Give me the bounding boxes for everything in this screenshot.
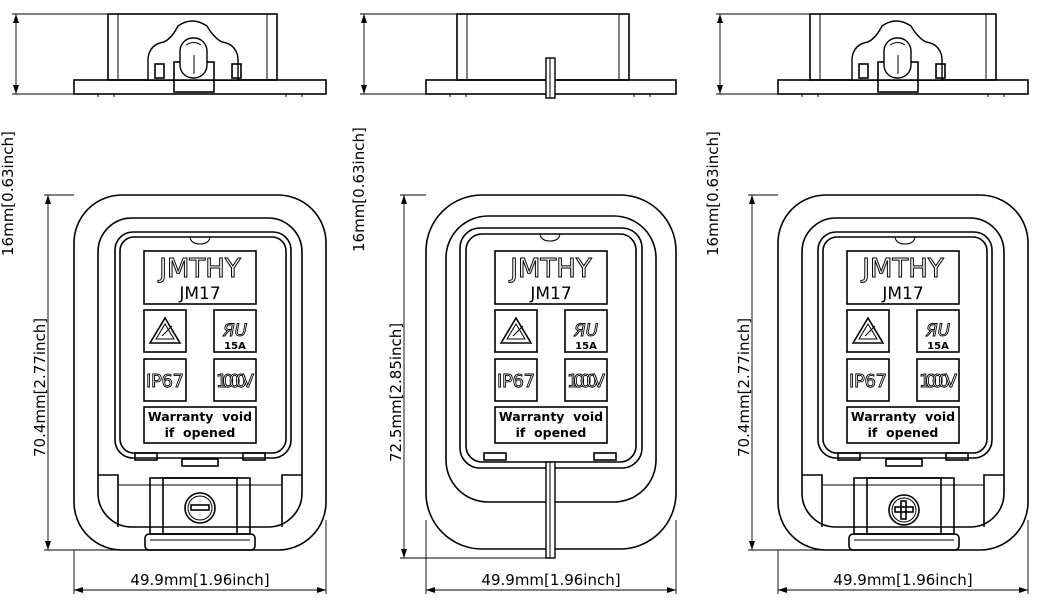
height-dimension: 16mm[0.63inch] [704, 131, 722, 256]
ip-rating: IP67 [146, 371, 184, 392]
minus-terminal-icon [184, 492, 216, 524]
ul-recognized-icon: ЯU [221, 321, 248, 342]
brand-label: JMTHY [157, 254, 241, 284]
warning-line-1: Warranty void [851, 409, 955, 424]
ul-recognized-icon: ЯU [924, 321, 951, 342]
body-dimension: 70.4mm[2.77inch] [31, 318, 49, 457]
model-label: JM17 [529, 284, 571, 304]
svg-text:ЯU: ЯU [222, 321, 248, 341]
ip-rating: IP67 [497, 371, 535, 392]
front-view-right: JMTHY JM17 ЯU 15A IP67 1000V Warranty vo… [777, 194, 1029, 551]
ul-recognized-icon: ЯU [572, 321, 599, 342]
side-view-left [73, 13, 327, 97]
warning-line-2: if opened [165, 425, 236, 440]
view-positive: JMTHY JM17 ЯU 15A IP67 1000V Warranty vo… [704, 13, 1029, 594]
warning-line-2: if opened [868, 425, 939, 440]
model-label: JM17 [881, 284, 923, 304]
brand-label: JMTHY [860, 254, 944, 284]
ip-rating: IP67 [849, 371, 887, 392]
view-negative: JMTHY JM17 ЯU 15A IP67 1000V Warranty vo… [0, 13, 327, 594]
warning-line-1: Warranty void [499, 409, 603, 424]
warning-triangle-icon [851, 316, 885, 344]
width-dimension: 49.9mm[1.96inch] [833, 571, 972, 589]
body-dimension: 70.4mm[2.77inch] [735, 318, 753, 457]
view-side: JMTHY JM17 ЯU 15A IP67 1000V Warranty vo… [350, 13, 677, 594]
brand-label: JMTHY [508, 254, 592, 284]
body-dimension: 72.5mm[2.85inch] [387, 323, 405, 462]
front-view-middle: JMTHY JM17 ЯU 15A IP67 1000V Warranty vo… [425, 194, 677, 559]
dimensions-middle: 16mm[0.63inch] 72.5mm[2.85inch] 49.9mm[1… [350, 13, 677, 594]
height-dimension: 16mm[0.63inch] [350, 127, 368, 252]
dimensions-left: 16mm[0.63inch] 70.4mm[2.77inch] 49.9mm[1… [0, 13, 327, 594]
model-label: JM17 [178, 284, 220, 304]
voltage-rating: 1000V [919, 371, 958, 392]
side-view-right [777, 13, 1029, 97]
current-rating: 15A [575, 341, 597, 352]
current-rating: 15A [927, 341, 949, 352]
warning-triangle-icon [148, 316, 182, 344]
front-view-left: JMTHY JM17 ЯU 15A IP67 1000V Warranty vo… [73, 194, 327, 551]
current-rating: 15A [224, 341, 246, 352]
svg-text:ЯU: ЯU [925, 321, 951, 341]
voltage-rating: 1000V [567, 371, 606, 392]
plus-terminal-icon [888, 494, 920, 526]
width-dimension: 49.9mm[1.96inch] [481, 571, 620, 589]
width-dimension: 49.9mm[1.96inch] [130, 571, 269, 589]
height-dimension: 16mm[0.63inch] [0, 131, 17, 256]
warning-line-1: Warranty void [148, 409, 252, 424]
svg-text:ЯU: ЯU [573, 321, 599, 341]
warning-line-2: if opened [516, 425, 587, 440]
warning-triangle-icon [499, 316, 533, 344]
side-view-middle [425, 13, 677, 99]
voltage-rating: 1000V [216, 371, 255, 392]
dimensions-right: 16mm[0.63inch] 70.4mm[2.77inch] 49.9mm[1… [704, 13, 1029, 594]
